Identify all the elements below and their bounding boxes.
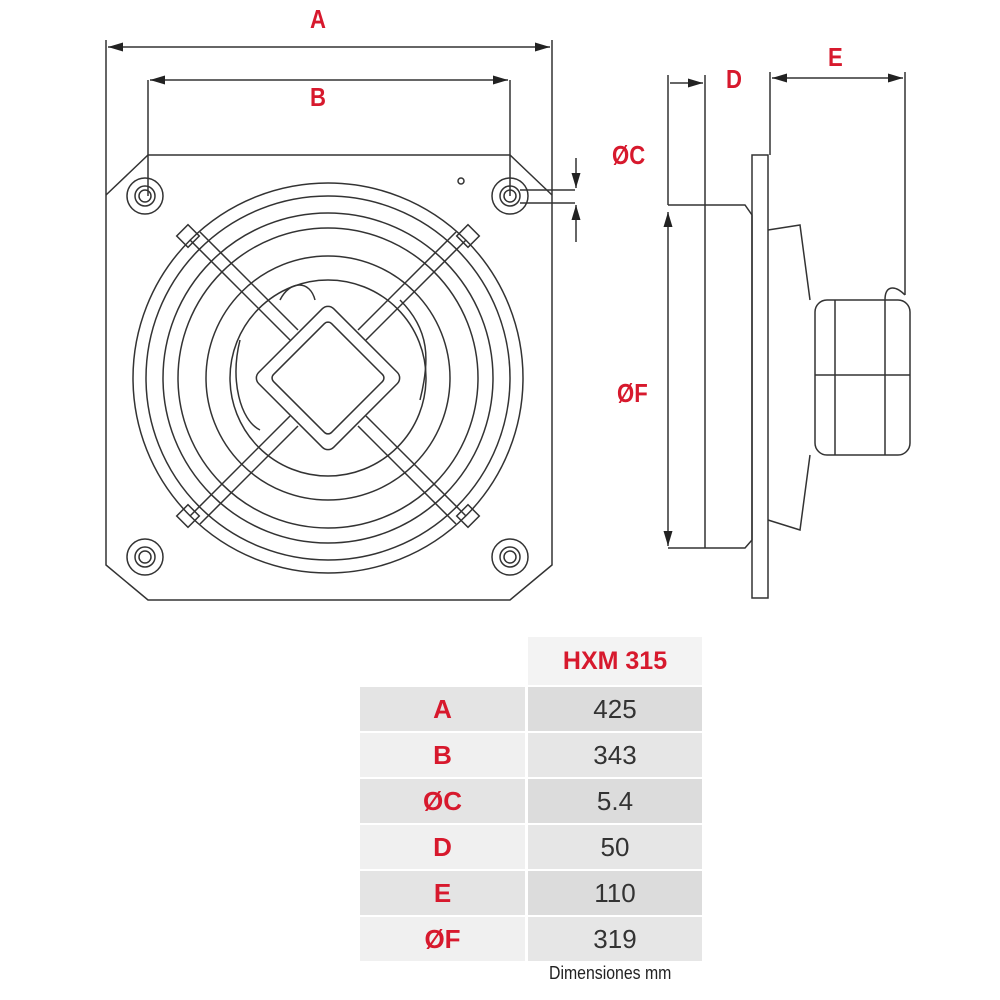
label-f: ØF: [617, 378, 648, 408]
label-d: D: [726, 64, 742, 94]
fan-guard: [132, 182, 524, 574]
row-value: 5.4: [528, 779, 702, 823]
label-e: E: [828, 42, 843, 72]
model-header: HXM 315: [528, 637, 702, 685]
label-c: ØC: [612, 140, 646, 170]
row-value: 50: [528, 825, 702, 869]
unit-note: Dimensiones mm: [549, 963, 672, 983]
row-key: A: [360, 687, 525, 731]
bolt-holes: [126, 177, 529, 576]
label-b: B: [310, 82, 326, 112]
row-key: E: [360, 871, 525, 915]
row-value: 319: [528, 917, 702, 961]
front-view: [105, 40, 581, 601]
row-key: ØF: [360, 917, 525, 961]
fan-technical-drawing: [105, 40, 911, 601]
label-a: A: [310, 4, 326, 34]
side-view: [663, 72, 911, 599]
table-header-row: HXM 315: [360, 637, 702, 685]
row-key: ØC: [360, 779, 525, 823]
row-value: 110: [528, 871, 702, 915]
row-key: B: [360, 733, 525, 777]
row-key: D: [360, 825, 525, 869]
row-value: 343: [528, 733, 702, 777]
row-value: 425: [528, 687, 702, 731]
